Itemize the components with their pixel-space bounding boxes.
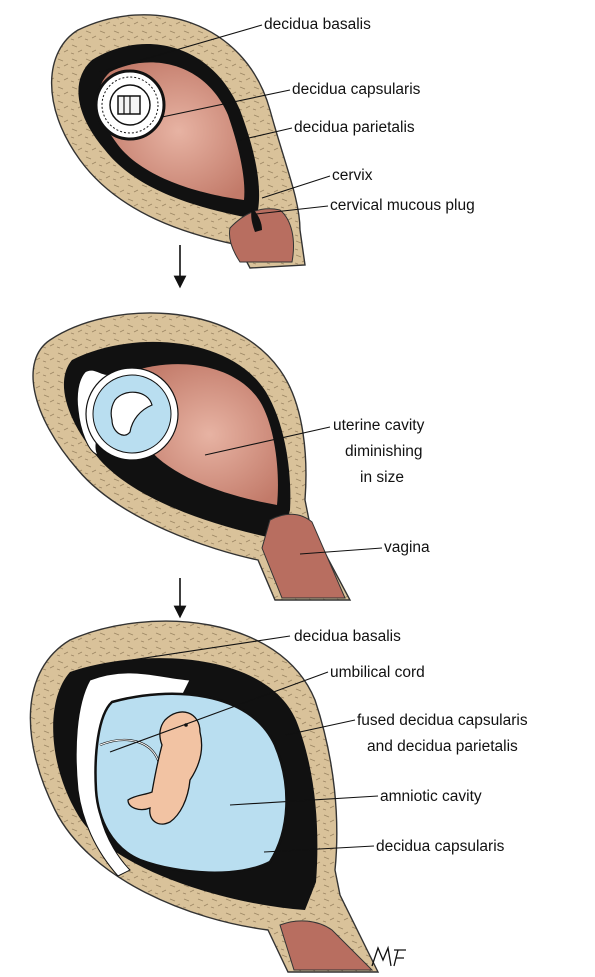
label-uterine-cavity-line2: diminishing xyxy=(345,443,423,460)
chorionic-sac xyxy=(77,368,178,460)
panel-1: decidua basalis decidua capsularis decid… xyxy=(52,15,475,268)
label-cervical-mucous-plug: cervical mucous plug xyxy=(330,197,475,214)
panel-3: decidua basalis umbilical cord fused dec… xyxy=(30,621,527,972)
panel-2: uterine cavity diminishing in size vagin… xyxy=(33,313,430,600)
label-uterine-cavity-line1: uterine cavity xyxy=(333,417,425,434)
label-amniotic-cavity: amniotic cavity xyxy=(380,788,482,805)
label-decidua-basalis-1: decidua basalis xyxy=(264,16,371,33)
label-umbilical-cord: umbilical cord xyxy=(330,664,425,681)
label-decidua-parietalis: decidua parietalis xyxy=(294,119,415,136)
blastocyst xyxy=(96,71,164,139)
label-fused-line2: and decidua parietalis xyxy=(367,738,518,755)
label-cervix: cervix xyxy=(332,167,373,184)
label-decidua-capsularis-3: decidua capsularis xyxy=(376,838,505,855)
label-uterine-cavity-line3: in size xyxy=(360,469,404,486)
artist-signature xyxy=(372,948,406,966)
label-vagina: vagina xyxy=(384,539,430,556)
label-decidua-capsularis-1: decidua capsularis xyxy=(292,81,421,98)
label-decidua-basalis-3: decidua basalis xyxy=(294,628,401,645)
label-fused-line1: fused decidua capsularis xyxy=(357,712,528,729)
